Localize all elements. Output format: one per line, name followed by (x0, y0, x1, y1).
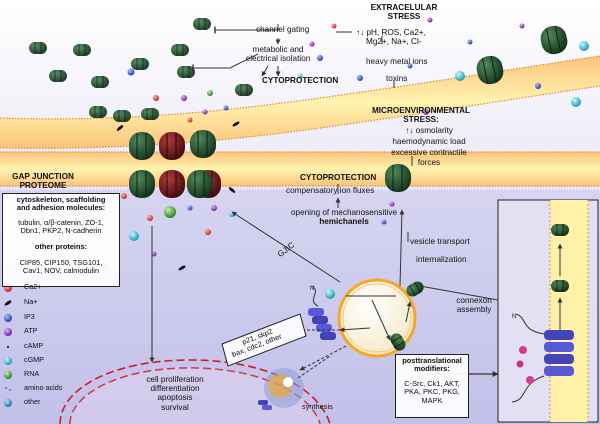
modifiers-list-line-3: MAPK (421, 395, 443, 405)
legend-label: cGMP (24, 355, 44, 364)
proliferation-line-4: survival (161, 402, 189, 412)
metabolic-isolation-label: metabolic and electrical isolation (238, 45, 318, 63)
legend-label: amino acids (24, 383, 63, 392)
proteome-title: GAP JUNCTION PROTEOME (4, 172, 82, 190)
extracellular-stress-title: EXTRACELULAR STRESS (364, 3, 444, 21)
legend-label: RNA (24, 369, 40, 378)
cell-processes-label: cell proliferation differentiation apopt… (130, 375, 220, 412)
cytoprotection-mid-label: CYTOPROTECTION (300, 173, 377, 182)
cytoskeleton-title-line-1: cytoskeleton, scaffolding (16, 195, 106, 204)
legend-label: cAMP (24, 341, 44, 350)
extracellular-ions-line-2: Mg2+, Na+, Cl- (366, 37, 422, 47)
channel-gating-label: channel gating (256, 25, 310, 34)
legend-label: Ca2+ (24, 282, 42, 291)
synthesis-organelle (258, 355, 331, 410)
other-proteins-list: CIP85, CIP150, TSG101, Cav1, NOV, calmod… (3, 258, 119, 276)
modifiers-box: posttranslational modifiers: C-Src, Ck1,… (395, 354, 469, 418)
contractile-line-1: excessive contractile (391, 148, 467, 158)
svg-text:N: N (310, 286, 314, 292)
cytoprotection-top-label: CYTOPROTECTION (262, 76, 339, 85)
svg-text:N: N (512, 314, 516, 320)
cytoskeleton-list-line-1: tubulin, α/β-catenin, ZO-1, (18, 218, 104, 227)
connexon-assembly-line-2: assembly (456, 305, 492, 315)
mechanosensitive-line-1: opening of mechanosensitive (290, 208, 398, 217)
synthesis-label: synthesis (302, 402, 333, 411)
other-proteins-line-2: Cav1, NOV, calmodulin (22, 266, 100, 276)
proliferation-line-2: differentiation (150, 384, 200, 394)
microenvironmental-stress-list: ↑↓ osmolarity haemodynamic load excessiv… (374, 126, 484, 167)
vesicle-transport-label: vesicle transport (410, 237, 470, 246)
cytoskeleton-list: tubulin, α/β-catenin, ZO-1, Dbn1, PKP2, … (3, 218, 119, 236)
cytoskeleton-title-line-2: and adhesion molecules: (16, 203, 106, 213)
legend-label: IP3 (24, 312, 35, 321)
modifiers-title: posttranslational modifiers: (396, 356, 468, 374)
heavy-metal-label: heavy metal ions (366, 57, 428, 66)
mechanosensitive-label: opening of mechanosensitive hemichanels (282, 208, 406, 226)
contractile-line-2: forces (417, 157, 441, 167)
er-channels-right (544, 330, 574, 376)
toxins-label: toxins (386, 74, 408, 83)
modifiers-title-line-2: modifiers: (414, 364, 450, 374)
modifiers-list: C-Src, Ck1, AKT, PKA, PKC, PKG, MAPK (396, 379, 468, 405)
proteome-box: cytoskeleton, scaffolding and adhesion m… (2, 193, 120, 287)
microenv-title-line-1: MICROENVIRONMENTAL (371, 106, 471, 115)
other-proteins-line-1: CIP85, CIP150, TSG101, (19, 258, 103, 267)
haemodynamic-label: haemodynamic load (392, 137, 466, 147)
microenvironmental-stress-title: MICROENVIRONMENTAL STRESS: (356, 106, 486, 124)
extracellular-ions-line-1: ↑↓ pH, ROS, Ca2+, (356, 28, 426, 37)
proteome-title-line-2: PROTEOME (19, 181, 67, 191)
extracellular-title-line-2: STRESS (387, 12, 421, 22)
modifiers-list-line-1: C-Src, Ck1, AKT, (404, 379, 460, 388)
cytoskeleton-title: cytoskeleton, scaffolding and adhesion m… (3, 195, 119, 213)
compensatory-label: compensatory ion fluxes (286, 186, 375, 195)
connexon-assembly-line-1: connexon (456, 296, 492, 305)
legend-label: other (24, 397, 41, 406)
modifiers-title-line-1: posttranslational (402, 356, 462, 365)
metabolic-line-1: metabolic and (252, 45, 304, 54)
proliferation-line-1: cell proliferation (146, 375, 204, 384)
connexon-assembly-label: connexon assembly (448, 296, 500, 314)
other-proteins-title: other proteins: (34, 242, 88, 251)
proliferation-line-3: apoptosis (157, 393, 193, 403)
hemichanels-label: hemichanels (319, 217, 369, 227)
p21-box-shape (221, 313, 307, 367)
metabolic-line-2: electrical isolation (245, 54, 311, 64)
microenv-title-line-2: STRESS: (403, 115, 439, 125)
small-molecules (101, 17, 589, 299)
legend-label: Na+ (24, 297, 38, 306)
legend-label: ATP (24, 326, 38, 335)
regulation-lines (192, 24, 413, 208)
extracellular-ions: ↑↓ pH, ROS, Ca2+, Mg2+, Na+, Cl- (356, 28, 426, 46)
legend: Ca2+ Na+ IP3 ATP cAMP cGMP RNA amino aci… (0, 281, 80, 411)
osmolarity-label: ↑↓ osmolarity (405, 126, 453, 135)
upper-membrane (0, 55, 600, 149)
extracellular-title-line-1: EXTRACELULAR (370, 3, 438, 12)
proteome-title-line-1: GAP JUNCTION (12, 172, 74, 181)
internalization-label: internalization (416, 255, 467, 264)
modifiers-list-line-2: PKA, PKC, PKG, (404, 387, 460, 397)
cytoskeleton-list-line-2: Dbn1, PKP2, N-cadherin (20, 226, 102, 236)
cell-interior: N (59, 209, 499, 424)
assembly-panel: N (497, 199, 599, 423)
